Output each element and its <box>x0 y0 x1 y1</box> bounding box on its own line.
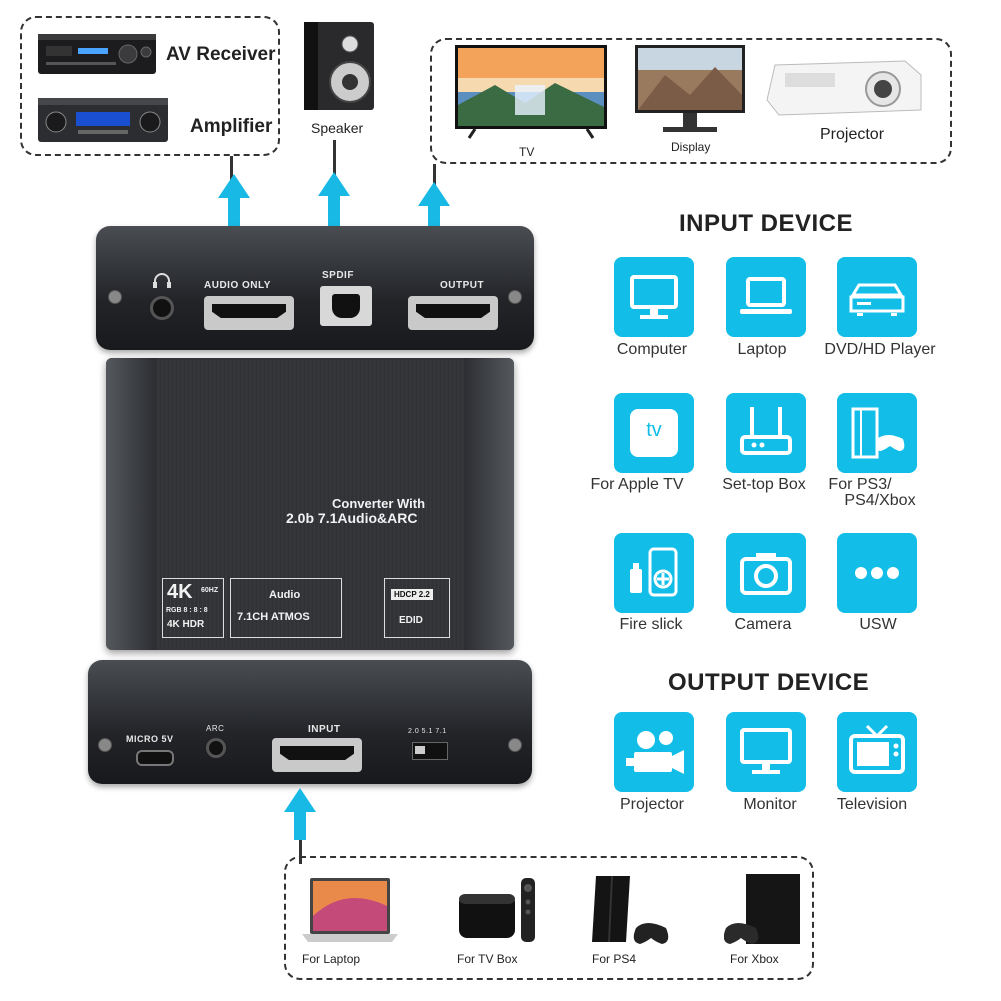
apple-tv-icon: tv <box>614 393 694 473</box>
more-dots-icon <box>837 533 917 613</box>
laptop-icon <box>726 257 806 337</box>
dvd-player-icon <box>837 257 917 337</box>
audio-only-hdmi-port <box>204 296 294 330</box>
computer-label: Computer <box>616 341 688 358</box>
projector-output-label: Projector <box>619 796 685 813</box>
ps4-image <box>590 872 674 948</box>
device-bottom-panel: MICRO 5V ARC INPUT 2.0 5.1 7.1 <box>88 660 532 784</box>
arc-jack <box>206 738 226 758</box>
usw-label: USW <box>859 616 897 633</box>
audio-box: Audio 7.1CH ATMOS <box>230 578 342 638</box>
badge-rgb: RGB 8 : 8 : 8 <box>166 607 208 614</box>
computer-icon <box>614 257 694 337</box>
input-label: INPUT <box>308 724 341 735</box>
display-label: Display <box>671 140 711 154</box>
display-image <box>635 45 745 137</box>
arrow-up-input <box>284 788 316 864</box>
converter-title-line2: 2.0b 7.1Audio&ARC <box>286 510 418 526</box>
screw <box>508 290 522 304</box>
speaker-image <box>302 20 376 112</box>
for-ps4-label: For PS4 <box>592 952 637 966</box>
camera-icon <box>726 533 806 613</box>
input-hdmi-port <box>272 738 362 772</box>
xbox-image <box>723 872 804 948</box>
fire-slick-label: Fire slick <box>619 616 683 633</box>
tv-image <box>455 45 607 140</box>
device-face: Converter With 2.0b 7.1Audio&ARC 4K 60HZ… <box>106 358 514 650</box>
output-hdmi-port <box>408 296 498 330</box>
projector-image <box>765 55 925 120</box>
camera-label: Camera <box>734 616 792 633</box>
audio-only-label: AUDIO ONLY <box>204 280 271 291</box>
tv-box-image <box>455 874 545 946</box>
television-icon <box>837 712 917 792</box>
audio-mode-switch[interactable] <box>412 742 448 760</box>
laptop-image <box>300 876 400 946</box>
video-output-group <box>430 38 952 164</box>
input-device-heading: INPUT DEVICE <box>679 210 854 237</box>
av-receiver-label: AV Receiver <box>166 44 276 65</box>
screw <box>508 738 522 752</box>
speaker-label: Speaker <box>311 120 364 136</box>
set-top-box-label: Set-top Box <box>722 476 806 493</box>
film-projector-icon <box>614 712 694 792</box>
router-icon <box>726 393 806 473</box>
arrow-up-speaker <box>318 140 350 238</box>
amplifier-image <box>38 94 168 146</box>
for-tv-box-label: For TV Box <box>457 952 518 966</box>
switch-labels: 2.0 5.1 7.1 <box>408 728 447 735</box>
input-source-group <box>284 856 814 980</box>
micro5v-label: MICRO 5V <box>126 734 174 744</box>
monitor-label: Monitor <box>743 796 797 813</box>
tv-label: TV <box>519 145 535 159</box>
badge-4k-box: 4K 60HZ RGB 8 : 8 : 8 4K HDR <box>162 578 224 638</box>
device-top-panel: AUDIO ONLY SPDIF OUTPUT <box>96 226 534 350</box>
headphone-jack <box>150 296 174 320</box>
audio-box-value: 7.1CH ATMOS <box>237 611 310 623</box>
game-console-icon <box>837 393 917 473</box>
game-console-label-line1: For PS3/ <box>828 476 892 493</box>
screw <box>108 290 122 304</box>
micro-usb-port <box>136 750 174 766</box>
badge-hdr: 4K HDR <box>167 619 205 630</box>
dvd-player-label: DVD/HD Player <box>824 341 936 358</box>
television-label: Television <box>836 796 908 813</box>
for-laptop-label: For Laptop <box>302 952 361 966</box>
audio-output-group <box>20 16 280 156</box>
monitor-icon <box>726 712 806 792</box>
headphone-icon <box>152 272 172 288</box>
edid-label: EDID <box>399 615 423 626</box>
output-device-heading: OUTPUT DEVICE <box>668 669 870 696</box>
hdcp-box: HDCP 2.2 EDID <box>384 578 450 638</box>
apple-tv-tile-text: tv <box>646 419 662 441</box>
av-receiver-image <box>38 30 156 78</box>
amplifier-label: Amplifier <box>190 116 273 137</box>
for-xbox-label: For Xbox <box>730 952 779 966</box>
game-console-label-line2: PS4/Xbox <box>844 492 916 509</box>
spdif-port <box>320 286 372 326</box>
arc-label: ARC <box>206 724 225 733</box>
screw <box>98 738 112 752</box>
projector-label: Projector <box>820 126 885 143</box>
laptop-label: Laptop <box>737 341 787 358</box>
hdcp-label: HDCP 2.2 <box>391 589 433 600</box>
usb-remote-icon <box>614 533 694 613</box>
apple-tv-label: For Apple TV <box>590 476 684 493</box>
spdif-label: SPDIF <box>322 270 354 281</box>
output-label: OUTPUT <box>440 280 485 291</box>
badge-4k: 4K <box>167 581 193 603</box>
badge-60hz: 60HZ <box>201 587 219 594</box>
audio-box-label: Audio <box>269 589 301 601</box>
converter-title-line1: Converter With <box>332 496 426 511</box>
